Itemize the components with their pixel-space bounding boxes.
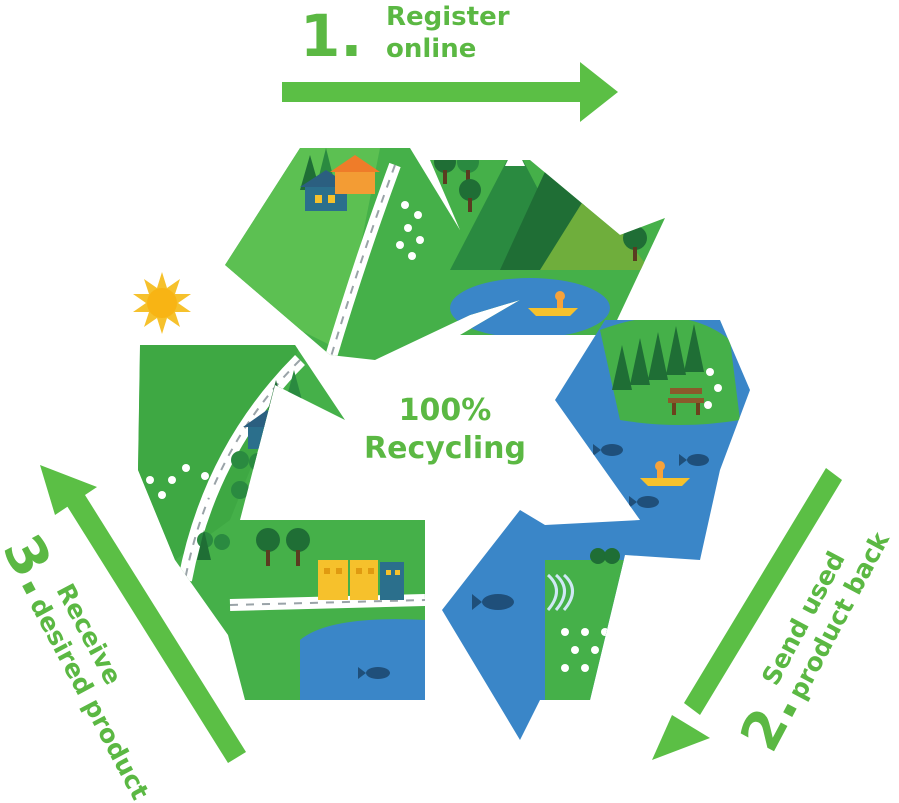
center-title-line1: 100% [399, 393, 492, 428]
step-2-label: 2. Send used product back [728, 526, 896, 761]
boat-icon [528, 291, 578, 316]
step-3-label: 3. Receive desired product [0, 525, 155, 803]
tree-icon [590, 548, 620, 564]
recycle-segment-left [138, 345, 425, 700]
building-icon [318, 560, 404, 600]
step-1-label: 1. Register online [300, 2, 510, 70]
sun-icon [133, 272, 191, 334]
waterfall-icon [546, 573, 574, 611]
bench-icon [668, 388, 704, 415]
fish-icon [358, 667, 390, 679]
boat-icon [640, 461, 690, 486]
arrow-step-3 [40, 465, 246, 763]
house-icon [300, 155, 380, 211]
fish-icon [472, 444, 709, 610]
step-1-line1: Register [386, 2, 510, 32]
tree-icon [612, 324, 704, 390]
step-1-number: 1. [300, 2, 362, 70]
mountain-icon [450, 148, 650, 270]
arrow-step-1 [282, 62, 618, 122]
arrow-step-2 [652, 468, 842, 760]
step-1-line2: online [386, 34, 476, 64]
center-title-line2: Recycling [364, 431, 526, 466]
flower-field [396, 201, 424, 260]
flower-field [146, 464, 214, 499]
flower-field [704, 368, 722, 409]
recycle-segment-top [225, 148, 665, 360]
